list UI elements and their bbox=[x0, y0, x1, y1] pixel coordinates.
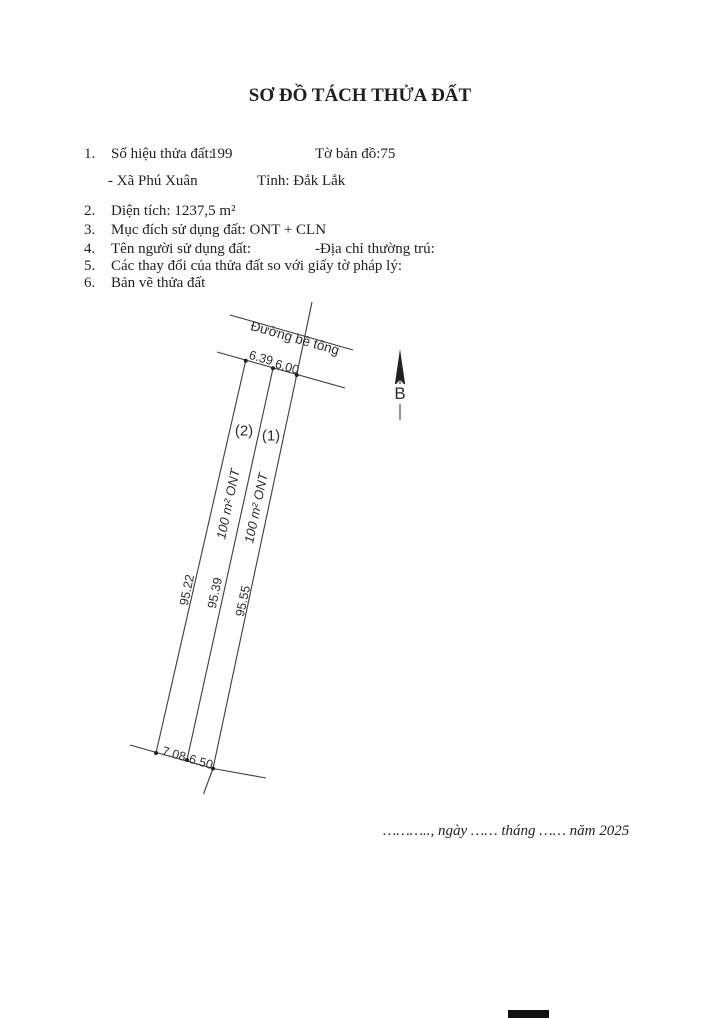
province-label: Tỉnh: Đắk Lắk bbox=[257, 173, 346, 189]
item-number: 6. bbox=[84, 275, 96, 291]
item-number: 1. bbox=[84, 146, 96, 162]
drawing-label: Bản vẽ thửa đất bbox=[111, 275, 206, 291]
item-number: 5. bbox=[84, 258, 96, 274]
info-row-6: 6. Bản vẽ thửa đất bbox=[0, 275, 720, 294]
north-arrow-head-icon bbox=[394, 349, 406, 386]
info-row-5: 5. Các thay đổi của thửa đất so với giấy… bbox=[0, 258, 720, 277]
corner-tick bbox=[154, 751, 158, 755]
commune-label: - Xã Phú Xuân bbox=[108, 173, 198, 189]
middle-boundary-line bbox=[186, 368, 274, 761]
north-direction-label: B bbox=[393, 384, 407, 404]
changes-label: Các thay đổi của thửa đất so với giấy tờ… bbox=[111, 258, 403, 274]
corner-tick bbox=[211, 766, 215, 771]
corner-tick bbox=[243, 358, 248, 363]
plot2-id-label: (2) bbox=[234, 422, 254, 440]
signature-date-line: ……….., ngày …… tháng …… năm 2025 bbox=[383, 823, 630, 839]
parcel-number-label: Số hiệu thửa đất: bbox=[111, 146, 213, 162]
item-number: 3. bbox=[84, 222, 96, 238]
info-row-1b: - Xã Phú Xuân Tỉnh: Đắk Lắk bbox=[0, 173, 720, 192]
info-row-4: 4. Tên người sử dụng đất: -Địa chỉ thườn… bbox=[0, 241, 720, 260]
area-text: Diện tích: 1237,5 m² bbox=[111, 203, 236, 219]
item-number: 2. bbox=[84, 203, 96, 219]
rear-boundary-line bbox=[129, 744, 214, 770]
info-row-2: 2. Diện tích: 1237,5 m² bbox=[0, 203, 720, 222]
info-row-1: 1. Số hiệu thửa đất: 199 Tờ bản đồ:75 bbox=[0, 146, 720, 165]
parcel-number-value: 199 bbox=[210, 146, 233, 162]
plot1-id-label: (1) bbox=[261, 427, 281, 445]
road-top-edge-line bbox=[229, 314, 354, 351]
land-use-text: Mục đích sử dụng đất: ONT + CLN bbox=[111, 222, 327, 238]
right-boundary-bottom-extension-line bbox=[202, 768, 214, 795]
owner-name-label: Tên người sử dụng đất: bbox=[111, 241, 252, 257]
item-number: 4. bbox=[84, 241, 96, 257]
corner-tick bbox=[294, 373, 299, 377]
info-row-3: 3. Mục đích sử dụng đất: ONT + CLN bbox=[0, 222, 720, 241]
corner-tick bbox=[271, 366, 275, 371]
page-title: SƠ ĐỒ TÁCH THỬA ĐẤT bbox=[248, 85, 472, 106]
map-sheet-label: Tờ bản đồ:75 bbox=[315, 146, 396, 162]
right-boundary-line bbox=[212, 374, 298, 769]
right-boundary-road-extension-line bbox=[296, 301, 313, 376]
corner-tick bbox=[185, 758, 189, 762]
road-bottom-edge-line bbox=[216, 351, 346, 389]
neighbor-boundary-line bbox=[212, 767, 267, 779]
left-boundary-line bbox=[155, 360, 247, 754]
bottom-black-mark bbox=[508, 1010, 549, 1018]
address-label: -Địa chỉ thường trú: bbox=[315, 241, 435, 257]
